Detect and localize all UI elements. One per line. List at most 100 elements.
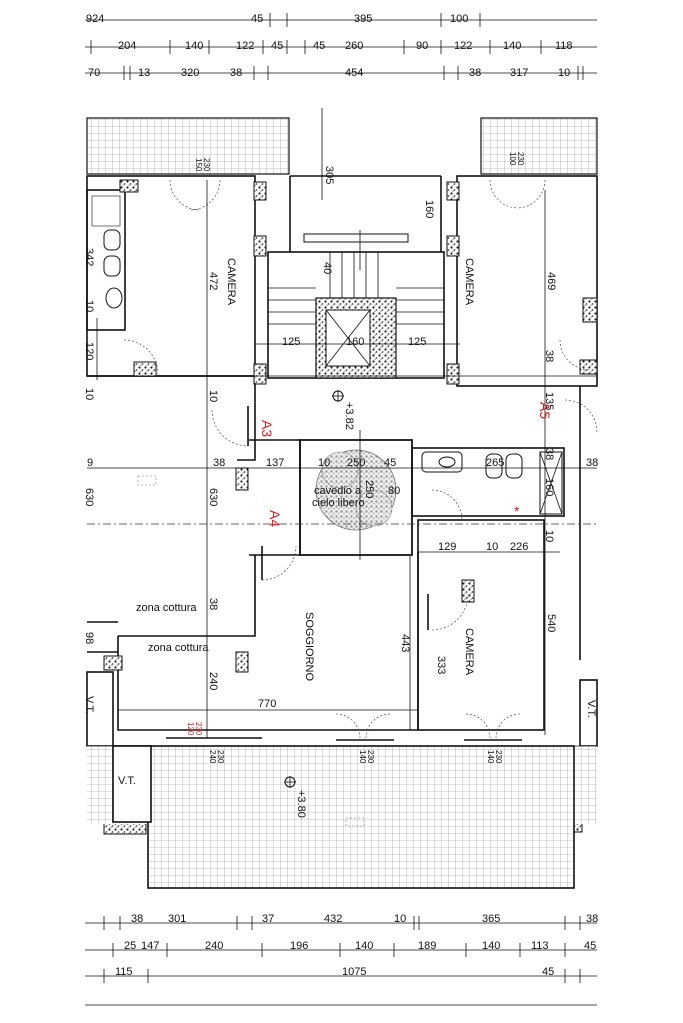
bathroom-fixtures-left [91, 195, 123, 309]
light-well: cavedio a cielo libero [299, 439, 413, 556]
room-camera-right: CAMERA [463, 258, 475, 306]
room-vt-right: V.T. [585, 700, 597, 718]
window-tag: 140 [486, 750, 495, 764]
room-soggiorno: SOGGIORNO [303, 612, 315, 682]
window-tag: 230 [202, 158, 211, 172]
dim-text: 630 [83, 488, 95, 506]
window-tag: 240 [208, 750, 217, 764]
dim-text: 38 [586, 913, 598, 925]
dim-text: 38 [230, 67, 242, 79]
dim-text: 160 [346, 336, 364, 348]
dim-text: 630 [207, 488, 219, 506]
dim-text: 100 [450, 13, 468, 25]
staircase [268, 233, 444, 379]
dim-text: 10 [394, 913, 406, 925]
window-tag: 230 [216, 750, 225, 764]
window-tag: 230 [366, 750, 375, 764]
level-terrace: +3.80 [295, 790, 307, 818]
dim-text: 365 [482, 913, 500, 925]
dim-text: 160 [543, 478, 555, 496]
dim-text: 80 [388, 485, 400, 497]
dim-text: 226 [510, 541, 528, 553]
dim-text: 140 [185, 40, 203, 52]
dim-text: 10 [318, 457, 330, 469]
light-well-label-line1: cavedio a [314, 485, 362, 497]
window-tag: 150 [194, 158, 203, 172]
window-tag: 140 [358, 750, 367, 764]
dim-text: 90 [416, 40, 428, 52]
dim-text: 250 [347, 457, 365, 469]
dim-text: 45 [313, 40, 325, 52]
section-markers: A3 A4 A5 * [259, 402, 553, 527]
dim-text: 260 [345, 40, 363, 52]
room-camera-left: CAMERA [225, 258, 237, 306]
terrace [87, 745, 597, 889]
dim-text: 147 [141, 940, 159, 952]
dim-text: 1075 [342, 966, 366, 978]
dim-text: 137 [266, 457, 284, 469]
section-a3: A3 [259, 420, 275, 437]
balcony-right [480, 117, 598, 175]
dim-text: 135 [543, 392, 555, 410]
dim-text: 301 [168, 913, 186, 925]
marker-asterisk: * [514, 503, 520, 519]
dim-text: 38 [543, 448, 555, 460]
dim-text: 125 [408, 336, 426, 348]
dim-text: 129 [438, 541, 456, 553]
dim-text: 122 [454, 40, 472, 52]
dim-text: 45 [584, 940, 596, 952]
dim-text: 120 [83, 342, 95, 360]
dim-text: 38 [131, 913, 143, 925]
dim-text: 113 [531, 940, 549, 952]
dim-text: 540 [545, 614, 557, 632]
dim-text: 118 [555, 40, 573, 52]
dim-text: 40 [321, 262, 333, 274]
dim-text: 140 [503, 40, 521, 52]
doors [123, 179, 598, 741]
room-vt-box: V.T. [118, 775, 136, 787]
dim-text: 38 [213, 457, 225, 469]
window-tag: 230 [516, 152, 525, 166]
room-zona-cottura-1: zona cottura [136, 602, 197, 614]
dim-text: 38 [207, 598, 219, 610]
dim-text: 189 [418, 940, 436, 952]
dim-text: 432 [324, 913, 342, 925]
section-a4: A4 [267, 510, 283, 527]
window-tag: 120 [186, 722, 195, 736]
dim-text: 140 [482, 940, 500, 952]
window-tag: 100 [508, 152, 517, 166]
dim-text: 395 [354, 13, 372, 25]
dim-text: 342 [83, 248, 95, 266]
dim-text: 125 [282, 336, 300, 348]
dim-text: 38 [586, 457, 598, 469]
dim-text: 10 [558, 67, 570, 79]
dim-text: 160 [423, 200, 435, 218]
dim-text: 770 [258, 698, 276, 710]
section-a5: A5 [537, 402, 553, 419]
room-camera-bottom: CAMERA [463, 628, 475, 676]
pillars [103, 179, 598, 835]
dim-text: 320 [181, 67, 199, 79]
dim-text: 10 [83, 300, 95, 312]
room-labels: CAMERA CAMERA CAMERA SOGGIORNO zona cott… [83, 258, 597, 787]
axis-lines [87, 108, 597, 738]
window-tag: 230 [494, 750, 503, 764]
room-vt-left: V.T. [83, 696, 95, 714]
top-dimensions: 924 45 395 100 204 140 122 45 45 260 90 … [85, 13, 597, 80]
dim-text: 443 [399, 634, 411, 652]
dim-text: 9 [87, 457, 93, 469]
dim-text: 469 [545, 272, 557, 290]
window-tag: 230 [194, 722, 203, 736]
dim-text: 10 [207, 390, 219, 402]
dim-text: 70 [88, 67, 100, 79]
dim-text: 265 [486, 457, 504, 469]
dim-text: 333 [435, 656, 447, 674]
dim-text: 317 [510, 67, 528, 79]
dim-text: 38 [543, 350, 555, 362]
dim-text: 10 [83, 388, 95, 400]
interior-dimensions: 305 160 40 472 469 342 10 120 10 125 160… [83, 166, 598, 710]
light-well-label-line2: cielo libero [312, 497, 365, 509]
dim-text: 240 [205, 940, 223, 952]
top-balconies [86, 117, 598, 175]
